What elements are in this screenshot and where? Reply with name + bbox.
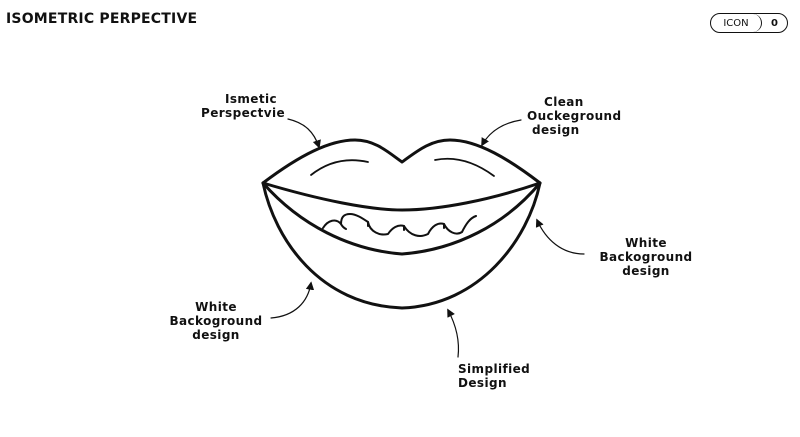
annotation-line: Simplified — [458, 362, 531, 376]
teeth-icon — [322, 213, 477, 237]
annotation-line: design — [192, 328, 240, 342]
upper-lip-inner — [261, 181, 542, 212]
badge-label: ICON — [711, 14, 762, 32]
annotation-line: Backoground — [599, 250, 693, 264]
annotation-clean: Clean Ouckeground design — [527, 95, 627, 137]
lower-lip-inner — [261, 181, 542, 256]
arrow-right — [535, 218, 585, 255]
annotation-line: White — [195, 300, 237, 314]
lower-lip-outline — [261, 181, 542, 310]
lip-highlights — [310, 157, 495, 177]
arrow-top-right — [481, 119, 522, 147]
annotation-white-left: White Backoground design — [166, 300, 266, 342]
annotation-line: design — [622, 264, 670, 278]
arrow-bottom — [447, 308, 460, 358]
arrow-top-left — [287, 118, 321, 149]
annotation-line: Design — [458, 376, 507, 390]
smiling-lips-icon — [261, 138, 542, 310]
annotation-line: White — [625, 236, 667, 250]
annotation-line: Ouckeground — [527, 109, 622, 123]
arrow-left — [270, 281, 315, 319]
badge-number: 0 — [771, 17, 778, 29]
annotation-ismetic: Ismetic Perspectvie — [201, 92, 286, 120]
annotation-line: Clean — [544, 95, 584, 109]
annotation-line: Perspectvie — [201, 106, 286, 120]
annotation-white-right: White Backoground design — [596, 236, 696, 278]
annotation-line: design — [532, 123, 580, 137]
icon-badge[interactable]: ICON 0 — [710, 13, 788, 33]
page-title: ISOMETRIC PERPECTIVE — [6, 11, 198, 27]
annotation-simplified: Simplified Design — [458, 362, 548, 390]
annotation-line: Ismetic — [224, 92, 277, 106]
upper-lip-outline — [261, 138, 542, 185]
annotation-line: Backoground — [169, 314, 263, 328]
